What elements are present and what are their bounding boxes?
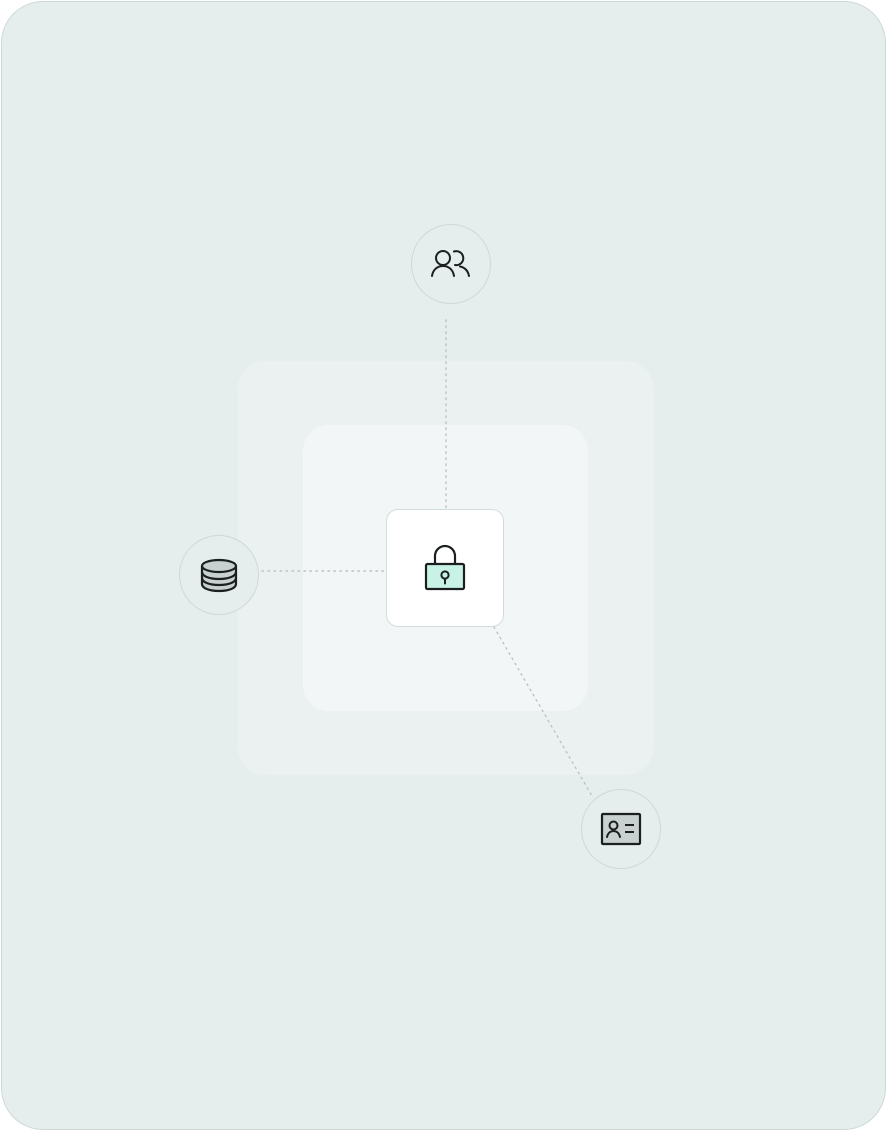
lock-icon: [424, 544, 466, 591]
id-card-node[interactable]: [581, 789, 661, 869]
users-node[interactable]: [411, 224, 491, 304]
id-card-icon: [600, 812, 642, 846]
connector-id-card: [493, 626, 593, 797]
lock-hub[interactable]: [386, 509, 504, 627]
database-node[interactable]: [179, 535, 259, 615]
database-icon: [200, 558, 238, 593]
users-icon: [431, 250, 470, 277]
